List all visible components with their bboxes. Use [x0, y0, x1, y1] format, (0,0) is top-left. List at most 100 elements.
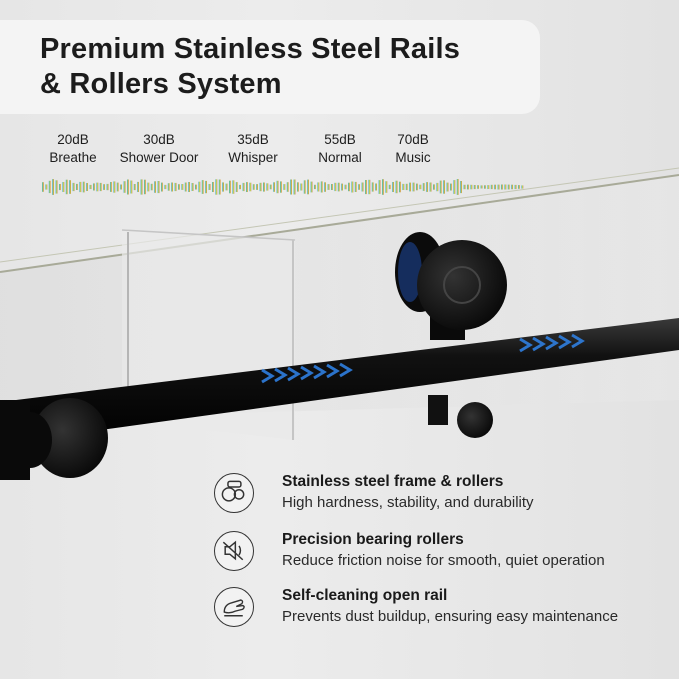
- wave-bar: [157, 181, 160, 194]
- wave-bar: [310, 181, 313, 193]
- wave-bar: [511, 184, 513, 190]
- wave-bar: [69, 180, 71, 194]
- wave-bar: [314, 184, 316, 190]
- feature-description: Prevents dust buildup, ensuring easy mai…: [282, 608, 619, 625]
- page-title: Premium Stainless Steel Rails & Rollers …: [40, 32, 530, 102]
- feature-description: Reduce friction noise for smooth, quiet …: [282, 552, 605, 569]
- wave-bar: [93, 183, 95, 191]
- wave-bar: [106, 183, 109, 191]
- wave-bar: [59, 184, 61, 191]
- wave-bar: [378, 180, 381, 194]
- wave-bar: [388, 184, 391, 190]
- wave-bar: [62, 182, 65, 192]
- wave-bar: [45, 184, 48, 190]
- wave-bar: [96, 182, 99, 192]
- wave-bar: [453, 180, 456, 194]
- wave-bar: [65, 179, 68, 195]
- wave-bar: [127, 179, 129, 195]
- wave-bar: [293, 179, 296, 195]
- noise-value: 30dB: [143, 132, 175, 147]
- noise-level-shower-door: 30dB Shower Door: [110, 131, 208, 167]
- wave-bar: [120, 184, 122, 190]
- wave-bar: [218, 179, 221, 195]
- wave-bar: [198, 181, 201, 193]
- wave-bar: [351, 181, 354, 193]
- feature-stainless-frame: Stainless steel frame & rollers High har…: [214, 473, 679, 519]
- wave-bar: [133, 184, 136, 191]
- wave-bar: [456, 179, 459, 195]
- title-line-1: Premium Stainless Steel Rails: [40, 33, 461, 65]
- wave-bar: [42, 182, 44, 192]
- wave-bar: [507, 184, 510, 190]
- wave-bar: [229, 180, 231, 194]
- wave-bar: [171, 182, 173, 192]
- wave-bar: [273, 182, 275, 192]
- wave-bar: [99, 182, 102, 192]
- wave-bar: [446, 182, 449, 192]
- wave-bar: [300, 183, 303, 191]
- wave-bar: [280, 181, 282, 193]
- wave-bar: [276, 180, 279, 194]
- wave-bar: [385, 181, 388, 193]
- noise-level-breathe: 20dB Breathe: [40, 131, 106, 167]
- wave-bar: [307, 179, 309, 195]
- wave-bar: [208, 184, 211, 190]
- wave-bar: [348, 182, 350, 192]
- wave-bar: [320, 181, 323, 193]
- wave-bar: [416, 183, 418, 191]
- wave-bar: [504, 184, 507, 190]
- wave-bar: [235, 182, 238, 192]
- wave-bar: [130, 180, 133, 194]
- wave-bar: [368, 179, 371, 195]
- wave-bar: [392, 182, 394, 192]
- wave-bar: [82, 181, 85, 193]
- wave-bar: [422, 183, 425, 191]
- wave-bar: [259, 182, 262, 192]
- wave-bar: [327, 184, 330, 190]
- noise-value: 70dB: [397, 132, 429, 147]
- wave-bar: [450, 183, 452, 191]
- wave-bar: [399, 181, 401, 193]
- wave-bar: [89, 184, 92, 190]
- noise-value: 55dB: [324, 132, 356, 147]
- noise-level-whisper: 35dB Whisper: [218, 131, 288, 167]
- wave-bar: [154, 181, 156, 193]
- wave-bar: [470, 184, 473, 190]
- wave-bar: [76, 183, 78, 190]
- wave-bar: [361, 182, 364, 192]
- wave-bar: [521, 185, 524, 189]
- wave-bar: [460, 181, 462, 194]
- wave-bar: [48, 180, 51, 194]
- wave-bar: [501, 184, 503, 190]
- noise-value: 20dB: [57, 132, 89, 147]
- sound-wave: [42, 179, 524, 195]
- feature-heading: Self-cleaning open rail: [282, 587, 448, 604]
- wave-bar: [72, 182, 75, 192]
- wave-bar: [113, 181, 116, 193]
- noise-level-music: 70dB Music: [380, 131, 446, 167]
- wave-bar: [337, 182, 340, 192]
- wave-bar: [174, 182, 177, 192]
- wave-bar: [514, 184, 517, 190]
- noise-label: Shower Door: [119, 150, 199, 165]
- wave-bar: [490, 184, 493, 190]
- wave-bar: [395, 180, 398, 194]
- wipe-icon: [214, 587, 254, 627]
- wave-bar: [266, 183, 269, 191]
- wave-bar: [433, 184, 435, 190]
- wave-bar: [225, 183, 228, 191]
- wave-bar: [518, 185, 520, 189]
- wave-bar: [419, 184, 422, 190]
- wave-bar: [140, 179, 143, 195]
- wave-bar: [167, 183, 170, 191]
- wave-bar: [358, 184, 360, 190]
- wave-bar: [242, 182, 245, 192]
- wave-bar: [161, 182, 163, 192]
- wave-bar: [184, 182, 187, 192]
- wave-bar: [215, 179, 218, 195]
- feature-heading: Precision bearing rollers: [282, 531, 464, 548]
- wave-bar: [484, 185, 486, 189]
- motion-arrows: [261, 333, 585, 384]
- wave-bar: [110, 182, 112, 192]
